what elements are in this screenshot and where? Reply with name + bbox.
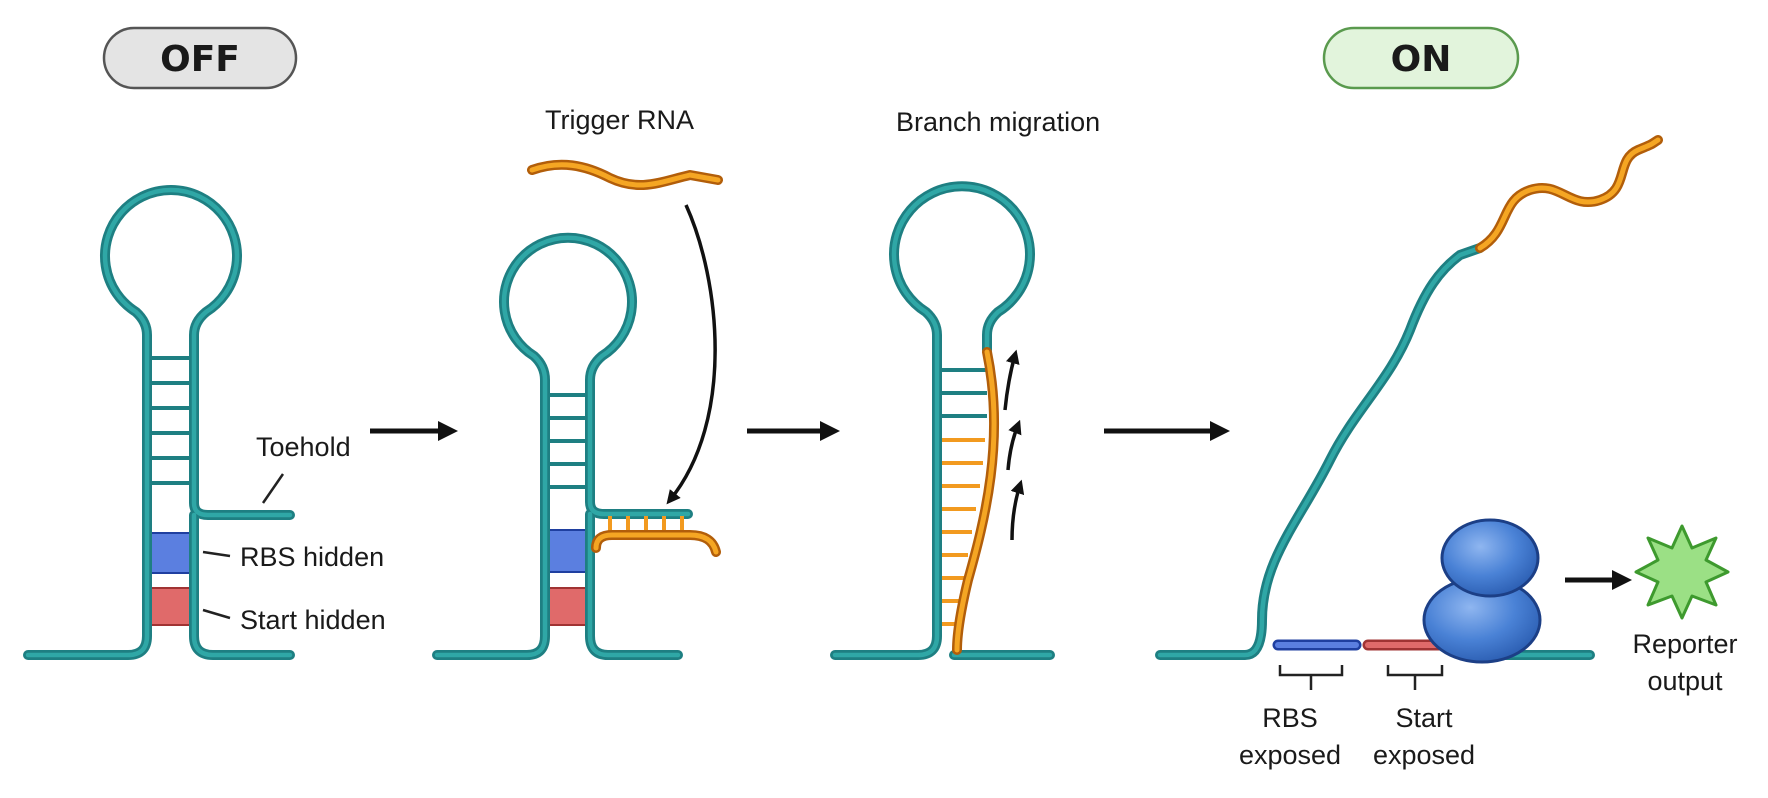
rbs-box-2 (544, 529, 591, 573)
reporter-label-2: output (1647, 666, 1723, 696)
branch-migration-label: Branch migration (896, 107, 1100, 137)
start-hidden-label: Start hidden (240, 605, 386, 635)
reporter-label-1: Reporter (1632, 629, 1737, 659)
migration-arrow-1 (1003, 349, 1020, 411)
off-pill: OFF (102, 26, 298, 90)
rbs-hidden-box (146, 532, 195, 574)
off-strand (23, 185, 295, 660)
start-exposed-label-1: Start (1395, 703, 1453, 733)
rbs-hidden-label: RBS hidden (240, 542, 384, 572)
start-hidden-box (146, 587, 195, 626)
migration-arrow-3 (1010, 479, 1025, 541)
rbs-exposed-label-1: RBS (1262, 703, 1318, 733)
rbs-exposed-label-2: exposed (1239, 740, 1341, 770)
on-pill: ON (1322, 26, 1520, 90)
stem-basepairs (147, 356, 194, 485)
toehold-label: Toehold (256, 432, 351, 462)
trigger-rna-label: Trigger RNA (545, 105, 694, 135)
off-hairpin: Toehold RBS hidden Start hidden (23, 185, 386, 660)
released-strand (1155, 243, 1485, 660)
trigger-binding-panel: Trigger RNA (432, 105, 723, 660)
reporter-star-icon (1634, 524, 1730, 620)
binding-arrow (666, 204, 717, 505)
migration-arrow-2 (1006, 419, 1022, 471)
ribosome-icon (1422, 518, 1542, 664)
branch-migration-panel: Branch migration (830, 107, 1100, 660)
off-label: OFF (160, 39, 240, 80)
start-box-2 (544, 587, 591, 626)
on-label: ON (1391, 39, 1452, 80)
start-exposed-label-2: exposed (1373, 740, 1475, 770)
on-panel: RBS exposed Start exposed Reporter outpu… (1155, 135, 1738, 770)
